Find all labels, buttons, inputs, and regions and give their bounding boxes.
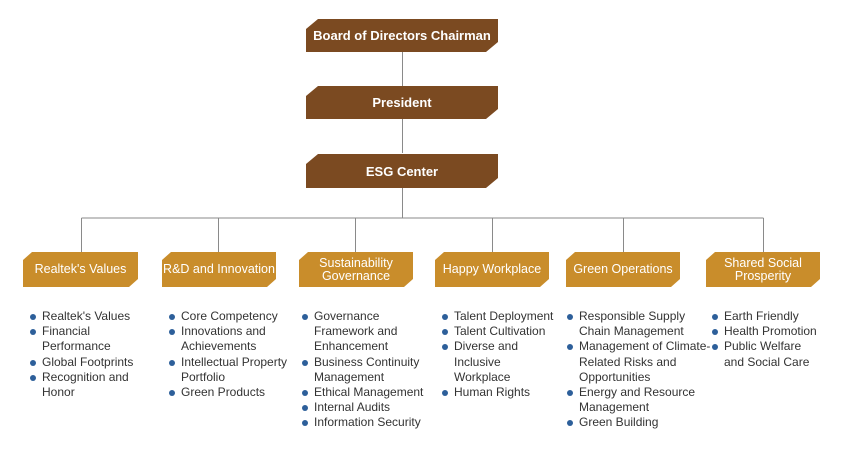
division-box-sustainability-governance: Sustainability Governance (299, 252, 413, 287)
list-item: Management of Climate-Related Risks and … (566, 339, 713, 385)
president-box: President (306, 86, 498, 119)
list-item: Diverse and Inclusive Workplace (441, 339, 532, 385)
list-item: Talent Cultivation (441, 324, 563, 339)
division-box-rd-innovation: R&D and Innovation (162, 252, 276, 287)
list-item: Earth Friendly (711, 309, 833, 324)
list-item: Energy and Resource Management (566, 385, 709, 415)
esg-center-box: ESG Center (306, 154, 498, 188)
division-box-happy-workplace: Happy Workplace (435, 252, 549, 287)
list-item: Information Security (301, 415, 436, 430)
list-item: Governance Framework and Enhancement (301, 309, 410, 355)
list-item: Intellectual Property Portfolio (168, 355, 293, 385)
list-item: Realtek's Values (29, 309, 139, 324)
list-item: Health Promotion (711, 324, 833, 339)
division-box-shared-social-prosperity: Shared Social Prosperity (706, 252, 820, 287)
division-list-realteks-values: Realtek's Values Financial Performance G… (29, 309, 139, 400)
division-list-rd-innovation: Core Competency Innovations and Achievem… (168, 309, 287, 400)
list-item: Green Products (168, 385, 286, 400)
list-item: Global Footprints (29, 355, 139, 370)
division-list-happy-workplace: Talent Deployment Talent Cultivation Div… (441, 309, 563, 400)
list-item: Innovations and Achievements (168, 324, 277, 354)
list-item: Human Rights (441, 385, 563, 400)
list-item: Financial Performance (29, 324, 132, 354)
division-box-green-operations: Green Operations (566, 252, 680, 287)
division-list-shared-social-prosperity: Earth Friendly Health Promotion Public W… (711, 309, 833, 370)
list-item: Responsible Supply Chain Management (566, 309, 711, 339)
list-item: Core Competency (168, 309, 286, 324)
list-item: Green Building (566, 415, 704, 430)
list-item: Ethical Management (301, 385, 436, 400)
list-item: Internal Audits (301, 400, 436, 415)
division-list-sustainability-governance: Governance Framework and Enhancement Bus… (301, 309, 436, 431)
chairman-box: Board of Directors Chairman (306, 19, 498, 52)
division-list-green-operations: Responsible Supply Chain Management Mana… (566, 309, 710, 431)
list-item: Business Continuity Management (301, 355, 428, 385)
list-item: Talent Deployment (441, 309, 563, 324)
list-item: Recognition and Honor (29, 370, 139, 400)
division-box-realteks-values: Realtek's Values (23, 252, 138, 287)
list-item: Public Welfare and Social Care (711, 339, 824, 369)
